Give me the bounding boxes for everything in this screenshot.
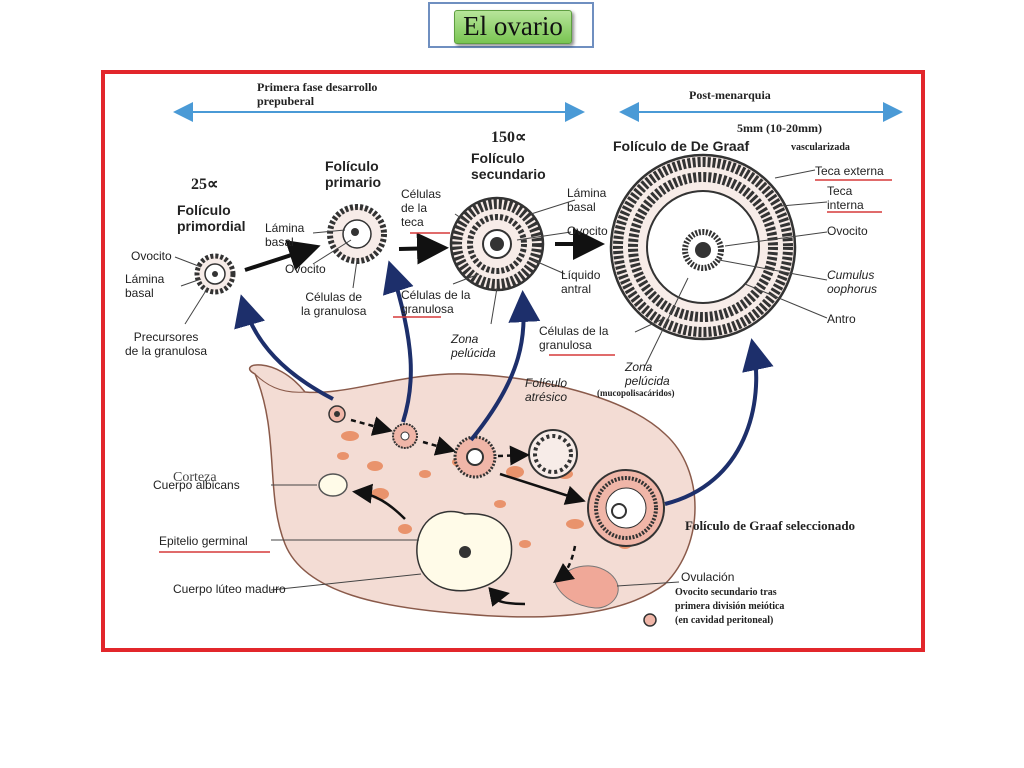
label-lamina-basal-1: Lámina basal [125, 272, 165, 300]
foliculo-primario [327, 204, 387, 264]
label-celulas-granulosa-3: Células de la granulosa [539, 324, 609, 352]
title-box: El ovario [428, 2, 594, 48]
vascularizada-label: vascularizada [791, 142, 850, 153]
size-25-label: 25∝ [191, 176, 219, 193]
label-ovocito-2: Ovocito [285, 262, 326, 276]
diagram-frame: Primera fase desarrollo prepuberal Post-… [101, 70, 925, 652]
label-ovocito-3: Ovocito [567, 224, 608, 238]
label-ovocito-1: Ovocito [131, 249, 172, 263]
label-mucopolisacaridos: (mucopolisacáridos) [597, 388, 675, 398]
foliculo-primordial [194, 253, 236, 295]
stage-secundario: Folículo secundario [471, 150, 546, 182]
label-teca-interna: Teca interna [827, 184, 864, 212]
label-zona-pelucida-2: Zona pelúcida [625, 360, 670, 388]
ovary-follicles [318, 405, 665, 627]
label-celulas-granulosa-2: Células de la granulosa [401, 288, 471, 316]
pointer-lines [174, 169, 828, 591]
label-ovulacion: Ovulación [681, 570, 735, 584]
foliculo-secundario [449, 196, 545, 292]
header-postmenarquia: Post-menarquia [689, 88, 771, 102]
graaf-size-label: 5mm (10-20mm) [737, 121, 822, 135]
label-ovocito-secundario: Ovocito secundario tras primera división… [675, 587, 785, 626]
label-lamina-basal-2: Lámina basal [265, 221, 305, 249]
label-teca-externa: Teca externa [815, 164, 884, 178]
navy-arrows [234, 260, 774, 506]
label-antro: Antro [827, 312, 856, 326]
label-zona-pelucida-1: Zona pelúcida [451, 332, 496, 360]
internal-arrows [350, 416, 586, 607]
stage-arrows [244, 228, 605, 272]
foliculo-de-graaf [609, 153, 797, 341]
label-corteza: Corteza [173, 470, 217, 485]
red-underlines [159, 179, 892, 553]
stage-primario: Folículo primario [325, 158, 382, 190]
size-150-label: 150∝ [491, 129, 527, 146]
label-foliculo-atresico: Folículo atrésico [525, 376, 568, 404]
label-ovocito-4: Ovocito [827, 224, 868, 238]
label-celulas-granulosa-1: Células de la granulosa [301, 290, 367, 318]
label-epitelio-germinal: Epitelio germinal [159, 534, 248, 548]
label-precursores: Precursores de la granulosa [125, 330, 208, 358]
stage-graaf: Folículo de De Graaf [613, 138, 750, 154]
label-lamina-basal-3: Lámina basal [567, 186, 607, 214]
ovary-stalk [254, 373, 306, 393]
label-liquido-antral: Líquido antral [561, 268, 601, 296]
ovary-body [248, 364, 696, 618]
label-cumulus: Cumulus oophorus [827, 268, 878, 296]
label-cuerpo-luteo: Cuerpo lúteo maduro [173, 582, 286, 596]
stage-primordial: Folículo primordial [177, 202, 246, 234]
page-title: El ovario [454, 10, 572, 44]
header-prepuberal: Primera fase desarrollo prepuberal [257, 80, 378, 108]
ovary-diagram [159, 102, 903, 627]
label-cuerpo-albicans: Cuerpo albicans [153, 478, 240, 492]
label-celulas-teca: Células de la teca [401, 187, 442, 229]
label-graaf-seleccionado: Folículo de Graaf seleccionado [685, 518, 856, 533]
